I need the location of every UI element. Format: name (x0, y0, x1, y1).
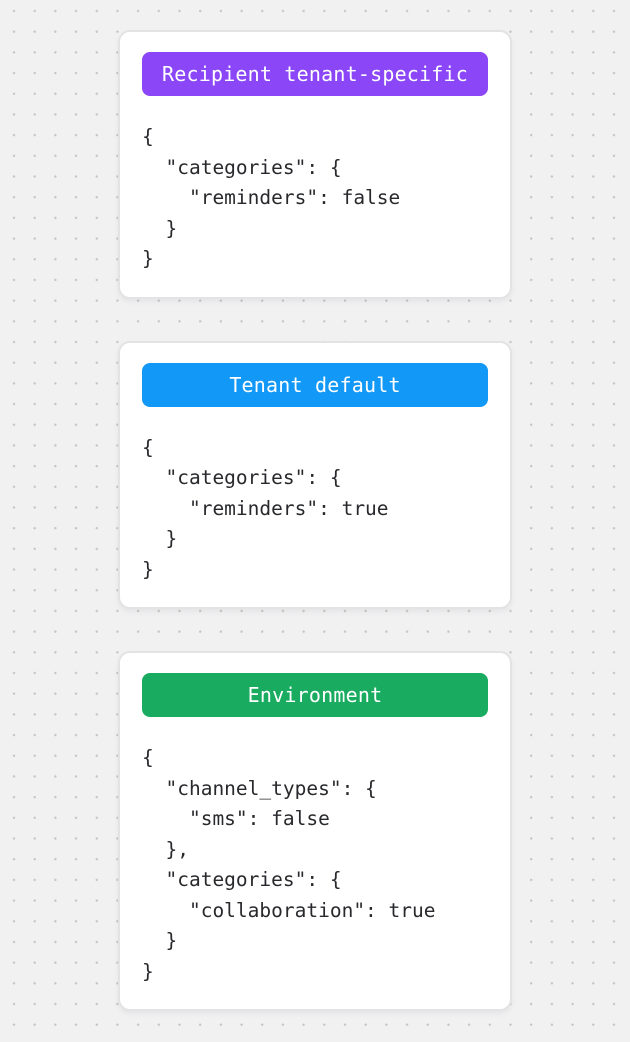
card-environment: Environment { "channel_types": { "sms": … (118, 651, 512, 1011)
card-tenant-default: Tenant default { "categories": { "remind… (118, 340, 512, 609)
code-block-environment: { "channel_types": { "sms": false }, "ca… (142, 746, 436, 983)
badge-recipient-tenant-specific: Recipient tenant-specific (142, 52, 488, 96)
dotted-canvas: { "canvas": { "background_color": "#f1f1… (0, 30, 630, 1042)
badge-tenant-default: Tenant default (142, 362, 488, 407)
code-block-recipient-tenant-specific: { "categories": { "reminders": false } } (142, 125, 401, 270)
badge-environment: Environment (142, 673, 488, 717)
preference-cards-column: Recipient tenant-specific { "categories"… (118, 30, 512, 1011)
code-block-tenant-default: { "categories": { "reminders": true } } (142, 435, 389, 581)
card-recipient-tenant-specific: Recipient tenant-specific { "categories"… (118, 30, 512, 299)
